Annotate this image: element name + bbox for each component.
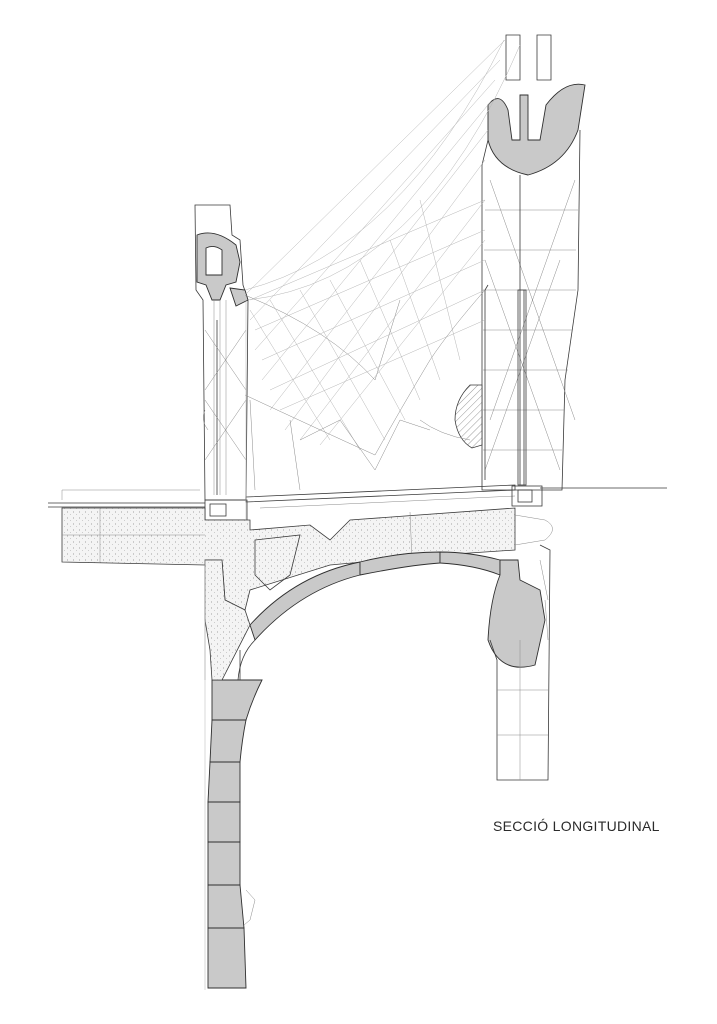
construction-lines (204, 300, 247, 990)
left-tower (194, 204, 249, 501)
drawing-caption: SECCIÓ LONGITUDINAL (493, 818, 660, 834)
right-pier (489, 544, 551, 781)
ruled-surface (244, 39, 521, 491)
right-tower (481, 34, 586, 491)
arch (221, 551, 546, 681)
